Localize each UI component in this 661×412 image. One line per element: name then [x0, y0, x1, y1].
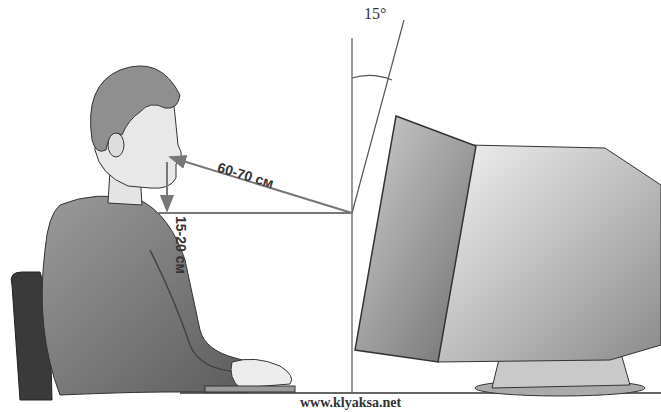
- height-arrow: [166, 162, 168, 211]
- monitor-front: [355, 116, 476, 362]
- hair: [91, 66, 180, 151]
- tilt-line: [352, 20, 404, 213]
- viewing-distance-arrow: [170, 157, 352, 213]
- angle-label: 15°: [364, 6, 386, 22]
- dimension-label: 60-70 см: [216, 160, 275, 190]
- dimension-label: 15-20 см: [174, 216, 188, 274]
- watermark: www.klyaksa.net: [300, 396, 401, 410]
- hand: [231, 359, 292, 388]
- arm-line: [150, 250, 240, 372]
- angle-arc: [352, 75, 392, 80]
- keyboard: [205, 386, 295, 392]
- monitor-body: [438, 145, 661, 362]
- horizontal-line: [155, 212, 352, 214]
- ear: [108, 133, 124, 157]
- torso: [42, 196, 250, 395]
- vertical-reference: [351, 38, 352, 392]
